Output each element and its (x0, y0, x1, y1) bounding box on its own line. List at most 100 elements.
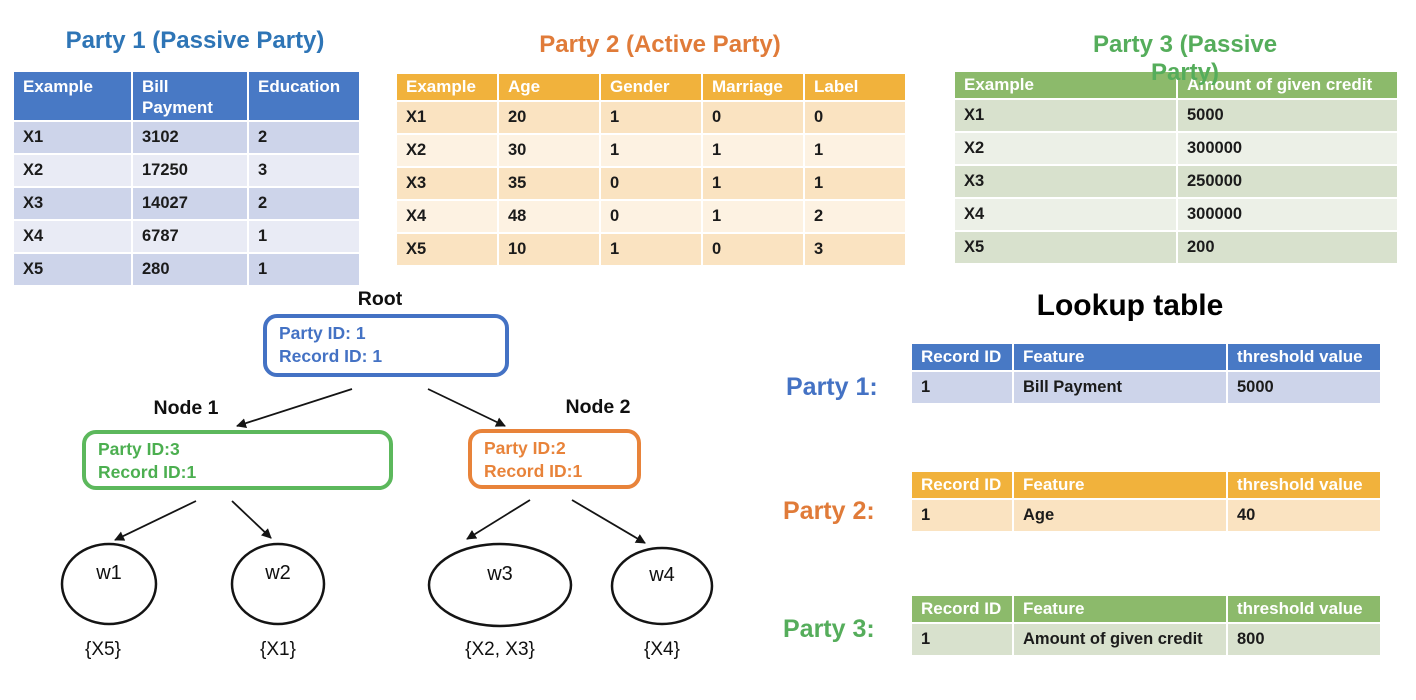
edge-node2-w4 (571, 499, 646, 544)
column-header: Example (955, 72, 1176, 98)
table-cell: X2 (955, 133, 1176, 164)
table-cell: X3 (14, 188, 131, 219)
table-row: 1 Age 40 (912, 500, 1380, 531)
root-record-id: Record ID: 1 (279, 346, 383, 366)
table-cell: 300000 (1178, 133, 1397, 164)
table-cell: 3 (249, 155, 359, 186)
column-header: threshold value (1228, 596, 1380, 622)
leaf-set-w4: {X4} (644, 639, 680, 660)
table-row: X3 14027 2 (14, 188, 359, 219)
table-cell: 1 (912, 500, 1012, 531)
table-header-row: Example Bill Payment Education (14, 72, 359, 120)
tree-node1: Party ID:3 Record ID:1 (82, 430, 393, 490)
edge-root-node2 (427, 388, 506, 427)
table-cell: 250000 (1178, 166, 1397, 197)
leaf-name-w1: w1 (96, 562, 122, 584)
column-header: threshold value (1228, 472, 1380, 498)
table-cell: 6787 (133, 221, 247, 252)
table-cell: 0 (805, 102, 905, 133)
leaf-name-w4: w4 (649, 564, 675, 586)
table-cell: 1 (805, 135, 905, 166)
table-cell: 800 (1228, 624, 1380, 655)
party2-table: Example Age Gender Marriage Label X1 20 … (395, 72, 907, 267)
table-row: X5 200 (955, 232, 1397, 263)
leaf-set-w2: {X1} (260, 639, 296, 660)
table-cell: 1 (912, 372, 1012, 403)
column-header: Feature (1014, 344, 1226, 370)
table-cell: 1 (601, 102, 701, 133)
leaf-name-w3: w3 (487, 563, 513, 585)
table-cell: 280 (133, 254, 247, 285)
party1-table: Example Bill Payment Education X1 3102 2… (12, 70, 361, 287)
lookup-party3-table: Record ID Feature threshold value 1 Amou… (910, 594, 1382, 657)
table-cell: X5 (14, 254, 131, 285)
table-cell: 14027 (133, 188, 247, 219)
table-cell: 0 (601, 201, 701, 232)
table-cell: X4 (14, 221, 131, 252)
table-cell: X3 (397, 168, 497, 199)
table-row: 1 Bill Payment 5000 (912, 372, 1380, 403)
column-header: Amount of given credit (1178, 72, 1397, 98)
table-cell: 1 (249, 254, 359, 285)
node2-record-id: Record ID:1 (484, 461, 583, 481)
edge-node1-w1 (114, 500, 197, 541)
table-row: X2 30 1 1 1 (397, 135, 905, 166)
table-cell: 48 (499, 201, 599, 232)
node1-record-id: Record ID:1 (98, 462, 197, 482)
table-cell: 1 (805, 168, 905, 199)
table-header-row: Record ID Feature threshold value (912, 472, 1380, 498)
lookup-party1-table: Record ID Feature threshold value 1 Bill… (910, 342, 1382, 405)
table-cell: X1 (955, 100, 1176, 131)
table-row: X4 300000 (955, 199, 1397, 230)
leaf-set-w1: {X5} (85, 639, 121, 660)
table-cell: 200 (1178, 232, 1397, 263)
table-cell: 300000 (1178, 199, 1397, 230)
column-header: Record ID (912, 344, 1012, 370)
table-cell: 1 (703, 168, 803, 199)
table-cell: X1 (14, 122, 131, 153)
table-cell: 20 (499, 102, 599, 133)
table-cell: X4 (955, 199, 1176, 230)
table-row: X1 5000 (955, 100, 1397, 131)
table-cell: 1 (601, 135, 701, 166)
table-header-row: Example Amount of given credit (955, 72, 1397, 98)
lookup-party3-label: Party 3: (783, 615, 875, 643)
node1-party-id: Party ID:3 (98, 439, 180, 459)
table-row: X1 20 1 0 0 (397, 102, 905, 133)
table-cell: X2 (397, 135, 497, 166)
edge-root-node1 (236, 388, 353, 429)
table-cell: Bill Payment (1014, 372, 1226, 403)
lookup-party2-table: Record ID Feature threshold value 1 Age … (910, 470, 1382, 533)
table-row: X4 48 0 1 2 (397, 201, 905, 232)
table-cell: 30 (499, 135, 599, 166)
table-cell: X5 (397, 234, 497, 265)
table-row: X3 35 0 1 1 (397, 168, 905, 199)
column-header: Marriage (703, 74, 803, 100)
column-header: Feature (1014, 596, 1226, 622)
root-label: Root (357, 288, 403, 310)
column-header: Age (499, 74, 599, 100)
edge-node1-w2 (231, 500, 272, 539)
column-header: Example (397, 74, 497, 100)
column-header: Education (249, 72, 359, 120)
table-cell: Amount of given credit (1014, 624, 1226, 655)
table-header-row: Example Age Gender Marriage Label (397, 74, 905, 100)
table-cell: 35 (499, 168, 599, 199)
tree-root-node: Party ID: 1 Record ID: 1 (263, 314, 509, 377)
table-header-row: Record ID Feature threshold value (912, 596, 1380, 622)
node2-label: Node 2 (565, 396, 631, 418)
table-row: X4 6787 1 (14, 221, 359, 252)
table-cell: 1 (249, 221, 359, 252)
table-cell: 0 (601, 168, 701, 199)
table-cell: 1 (912, 624, 1012, 655)
column-header: Feature (1014, 472, 1226, 498)
table-row: X5 280 1 (14, 254, 359, 285)
table-row: 1 Amount of given credit 800 (912, 624, 1380, 655)
table-cell: X1 (397, 102, 497, 133)
table-cell: 1 (703, 201, 803, 232)
edge-node2-w3 (466, 499, 531, 540)
leaf-name-w2: w2 (265, 562, 291, 584)
column-header: Gender (601, 74, 701, 100)
table-cell: 5000 (1228, 372, 1380, 403)
